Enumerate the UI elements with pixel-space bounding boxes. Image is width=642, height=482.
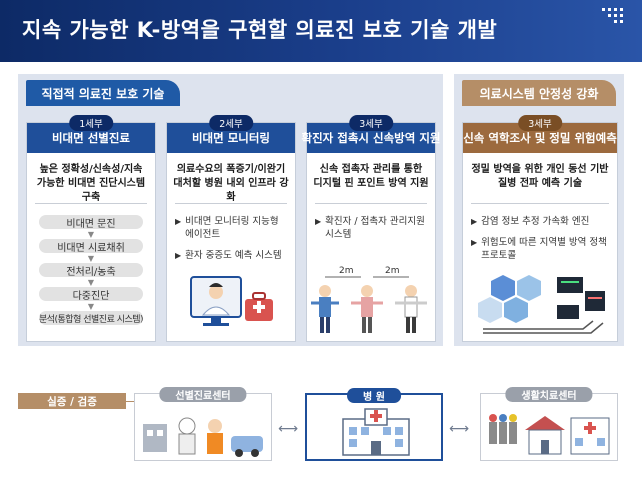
facility-screening-center: 선별진료센터	[134, 387, 272, 461]
social-distancing-illustration: 2m 2m	[311, 266, 427, 333]
treatment-center-illustration	[489, 414, 610, 455]
down-arrow-icon: ▼	[87, 253, 95, 263]
bullet-item: ▶비대면 모니터링 지능형 에이전트	[175, 216, 279, 240]
bullet-arrow-icon: ▶	[175, 251, 182, 260]
bullet-list: ▶비대면 모니터링 지능형 에이전트 ▶환자 중증도 예측 시스템	[175, 215, 289, 270]
page-title: 지속 가능한 K-방역을 구현할 의료진 보호 기술 개발	[22, 18, 498, 42]
panel-tab-direct: 직접적 의료진 보호 기술	[26, 80, 180, 106]
card-epidemiology: 신속 역학조사 및 정밀 위험예측 3세부 정밀 방역을 위한 개인 동선 기반…	[462, 115, 618, 342]
double-arrow-icon: ⟷	[449, 421, 470, 437]
card-untact-screening: 비대면 선별진료 1세부 높은 정확성/신속성/지속 가능한 비대면 진단시스템…	[26, 115, 156, 342]
step-item: 다중진단	[39, 287, 143, 301]
card-badge: 1세부	[69, 115, 113, 131]
step-item: 비대면 시료채취	[39, 239, 143, 253]
risk-prediction-illustration	[478, 275, 605, 334]
facility-label: 선별진료센터	[159, 387, 247, 402]
bullet-arrow-icon: ▶	[471, 217, 478, 226]
bullet-arrow-icon: ▶	[471, 238, 478, 247]
down-arrow-icon: ▼	[87, 301, 95, 311]
process-steps: 비대면 문진 ▼ 비대면 시료채취 ▼ 전처리/농축 ▼ 다중진단 ▼ 분석(통…	[39, 215, 143, 325]
facility-label: 생활치료센터	[505, 387, 593, 402]
down-arrow-icon: ▼	[87, 277, 95, 287]
panel-tab-stability: 의료시스템 안정성 강화	[462, 80, 616, 106]
card-title: 확진자 접촉시 신속방역 지원	[302, 123, 441, 153]
card-description: 의료수요의 폭증기/이완기 대처할 병원 내외 인프라 강화	[173, 164, 289, 203]
doctor-monitor-illustration	[190, 276, 273, 326]
card-badge: 2세부	[209, 115, 253, 131]
bullet-list: ▶확진자 / 접촉자 관리지원 시스템	[315, 215, 429, 249]
double-arrow-icon: ⟷	[278, 421, 299, 437]
card-description: 정밀 방역을 위한 개인 동선 기반 질병 전파 예측 기술	[471, 164, 609, 189]
grid-deco-icon	[602, 8, 623, 23]
card-badge: 3세부	[349, 115, 393, 131]
facility-label: 병 원	[347, 388, 401, 403]
down-arrow-icon: ▼	[87, 229, 95, 239]
direct-protection-panel: 직접적 의료진 보호 기술 비대면 선별진료 1세부 높은 정확성/신속성/지속…	[18, 74, 443, 346]
screening-center-illustration	[143, 417, 263, 457]
card-contact-tracing: 확진자 접촉시 신속방역 지원 3세부 신속 접촉자 관리를 통한 디지털 핀 …	[302, 115, 441, 342]
card-description: 신속 접촉자 관리를 통한 디지털 핀 포인트 방역 지원	[313, 164, 429, 189]
step-item: 비대면 문진	[39, 215, 143, 229]
step-item: 전처리/농축	[39, 263, 143, 277]
card-divider	[175, 203, 287, 204]
step-item: 분석(통합형 선별진료 시스템)	[39, 311, 143, 325]
bullet-item: ▶환자 중증도 예측 시스템	[175, 250, 282, 261]
card-badge: 3세부	[518, 115, 562, 131]
page-header: 지속 가능한 K-방역을 구현할 의료진 보호 기술 개발	[0, 0, 642, 62]
distance-label: 2m	[385, 266, 400, 276]
card-description: 높은 정확성/신속성/지속 가능한 비대면 진단시스템 구축	[36, 164, 146, 203]
card-divider	[35, 203, 147, 204]
bullet-item: ▶확진자 / 접촉자 관리지원 시스템	[315, 216, 425, 240]
verification-label: 실증 / 검증	[18, 393, 126, 409]
distance-label: 2m	[339, 266, 354, 276]
bullet-item: ▶감염 정보 추정 가속화 엔진	[471, 216, 590, 227]
facility-hospital: 병 원	[305, 388, 443, 461]
bullet-item: ▶위험도에 따른 지역별 방역 정책 프로토콜	[471, 237, 607, 261]
bullet-list: ▶감염 정보 추정 가속화 엔진 ▶위험도에 따른 지역별 방역 정책 프로토콜	[471, 215, 611, 270]
bullet-arrow-icon: ▶	[175, 217, 182, 226]
hospital-building-icon	[342, 408, 410, 456]
card-untact-monitoring: 비대면 모니터링 2세부 의료수요의 폭증기/이완기 대처할 병원 내외 인프라…	[166, 115, 296, 342]
system-stability-panel: 의료시스템 안정성 강화 신속 역학조사 및 정밀 위험예측 3세부 정밀 방역…	[454, 74, 624, 346]
card-divider	[471, 203, 609, 204]
facility-living-treatment-center: 생활치료센터	[480, 387, 618, 461]
card-divider	[315, 203, 427, 204]
bullet-arrow-icon: ▶	[315, 217, 322, 226]
